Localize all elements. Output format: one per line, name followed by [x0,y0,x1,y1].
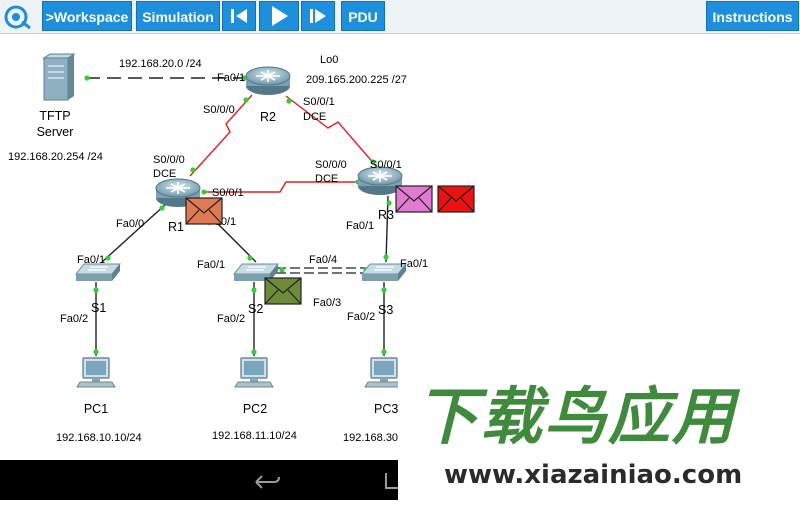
s3-fa01-label: Fa0/1 [400,258,428,270]
link-r3-s3 [385,195,389,263]
pdu-envelope-s2-icon[interactable] [264,277,302,305]
s2-fa02-label: Fa0/2 [217,313,245,325]
s2-fa01-label: Fa0/1 [197,259,225,271]
packet-tracer-logo-icon [4,5,31,30]
pc2-icon[interactable] [234,357,274,388]
app-logo-button[interactable] [1,1,35,31]
back-icon[interactable] [255,475,280,489]
s3-label: S3 [378,303,393,317]
s3-fa03-label: Fa0/3 [313,297,341,309]
play-button[interactable] [259,1,299,31]
pdu-envelope-r3-a-icon[interactable] [395,185,433,213]
r3-dce-label-left: DCE [315,173,338,185]
step-back-button[interactable] [222,1,256,31]
r1-dce-label: DCE [153,168,176,180]
watermark: 下载鸟应用 www.xiazainiao.com [398,352,800,500]
watermark-url: www.xiazainiao.com [444,460,743,490]
s1-fa01-label: Fa0/1 [77,254,105,266]
network-label: 192.168.20.0 /24 [119,58,202,70]
s1-fa02-label: Fa0/2 [60,313,88,325]
watermark-title: 下载鸟应用 [416,380,737,453]
pc3-label: PC3 [374,402,398,416]
pc3-ip: 192.168.30 [343,432,398,444]
s1-label: S1 [91,301,106,315]
r2-label: R2 [260,110,276,124]
tftp-server-ip: 192.168.20.254 /24 [8,151,103,163]
s3-fa02-label: Fa0/2 [347,311,375,323]
toolbar: >Workspace Simulation PDU Instructions [0,0,800,34]
router-r2-icon[interactable] [245,66,291,96]
router-r3-icon[interactable] [357,166,403,196]
instructions-button[interactable]: Instructions [706,1,799,31]
server-icon[interactable] [42,53,76,101]
step-back-icon [231,9,247,23]
r2-s001-label: S0/0/1 [303,96,335,108]
pc1-ip: 192.168.10.10/24 [56,432,142,444]
pc1-icon[interactable] [76,357,116,388]
pdu-envelope-r1-icon[interactable] [185,197,223,225]
pdu-button[interactable]: PDU [341,1,385,31]
r3-fa01-label: Fa0/1 [346,220,374,232]
r1-s001-label: S0/0/1 [212,187,244,199]
s2-label: S2 [248,302,263,316]
r2-lo0-label: Lo0 [320,54,338,66]
topology-canvas[interactable]: TFTP Server 192.168.20.254 /24 192.168.2… [0,34,800,460]
r3-s000-label: S0/0/0 [315,159,347,171]
r2-dce-label: DCE [303,111,326,123]
tftp-server-label-line1: TFTP [39,109,70,123]
link-r2-r3 [285,95,377,167]
r1-fa00-label: Fa0/0 [116,218,144,230]
switch-s1-icon[interactable] [75,263,121,282]
link-r1-r2 [189,94,253,177]
pc1-label: PC1 [84,402,108,416]
link-r1-r3 [202,181,360,193]
step-forward-button[interactable] [301,1,335,31]
pc2-ip: 192.168.11.10/24 [212,430,297,442]
pdu-envelope-r3-b-icon[interactable] [437,185,475,213]
r3-label: R3 [378,208,394,222]
nav-bar-icons [255,473,398,489]
s3-fa04-label: Fa0/4 [309,254,337,266]
home-icon[interactable] [385,473,398,489]
play-icon [272,6,288,26]
pc2-label: PC2 [243,402,267,416]
simulation-button[interactable]: Simulation [136,1,220,31]
r2-fa01-label: Fa0/1 [217,72,245,84]
link-r1-s1 [101,203,167,263]
workspace-button[interactable]: >Workspace [42,1,132,31]
r2-lo0-ip: 209.165.200.225 /27 [306,74,407,86]
r2-s000-label: S0/0/0 [203,104,235,116]
r3-s001-label: S0/0/1 [370,159,402,171]
r1-s000-label: S0/0/0 [153,154,185,166]
r1-label: R1 [168,220,184,234]
step-forward-icon [310,9,326,23]
tftp-server-label-line2: Server [37,125,74,139]
